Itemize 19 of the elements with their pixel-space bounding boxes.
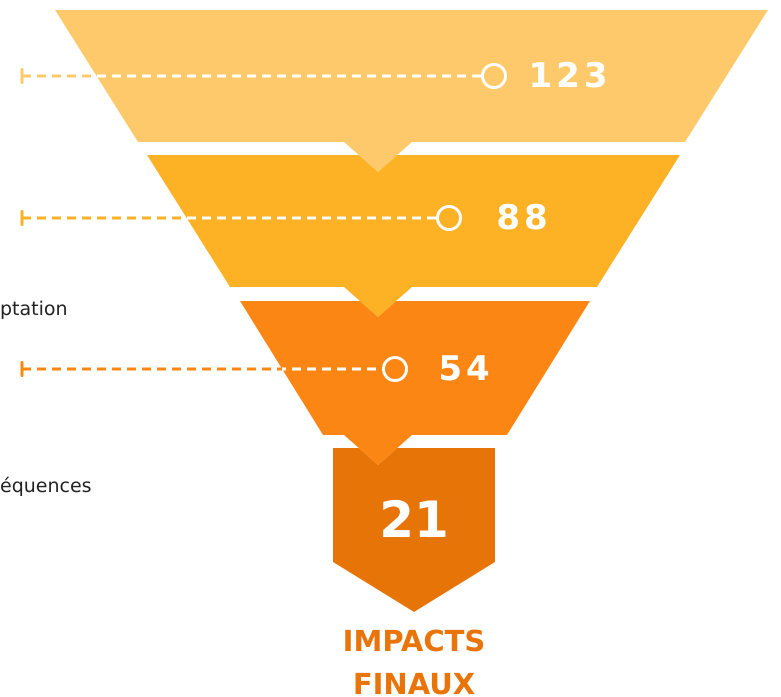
stage-caption: IMPACTS FINAUX bbox=[342, 623, 486, 697]
marker-circle bbox=[436, 205, 462, 231]
funnel-band bbox=[240, 301, 590, 435]
leader-line bbox=[20, 68, 481, 84]
stage-label: ptation bbox=[0, 298, 68, 320]
pentagon-arrow-box bbox=[333, 448, 495, 612]
chevron-arrow bbox=[344, 142, 412, 172]
count-value: 88 bbox=[496, 198, 552, 238]
chevron-arrow bbox=[344, 435, 412, 465]
chevron-arrow bbox=[344, 287, 412, 317]
marker-circle bbox=[382, 356, 408, 382]
count-value: 54 bbox=[438, 349, 494, 389]
count-value: 21 bbox=[379, 491, 449, 549]
stage-label: équences bbox=[0, 475, 92, 497]
marker-circle bbox=[481, 63, 507, 89]
funnel-band bbox=[55, 10, 768, 142]
count-value: 123 bbox=[528, 56, 612, 96]
leader-line bbox=[20, 210, 436, 226]
funnel-band bbox=[147, 155, 680, 287]
